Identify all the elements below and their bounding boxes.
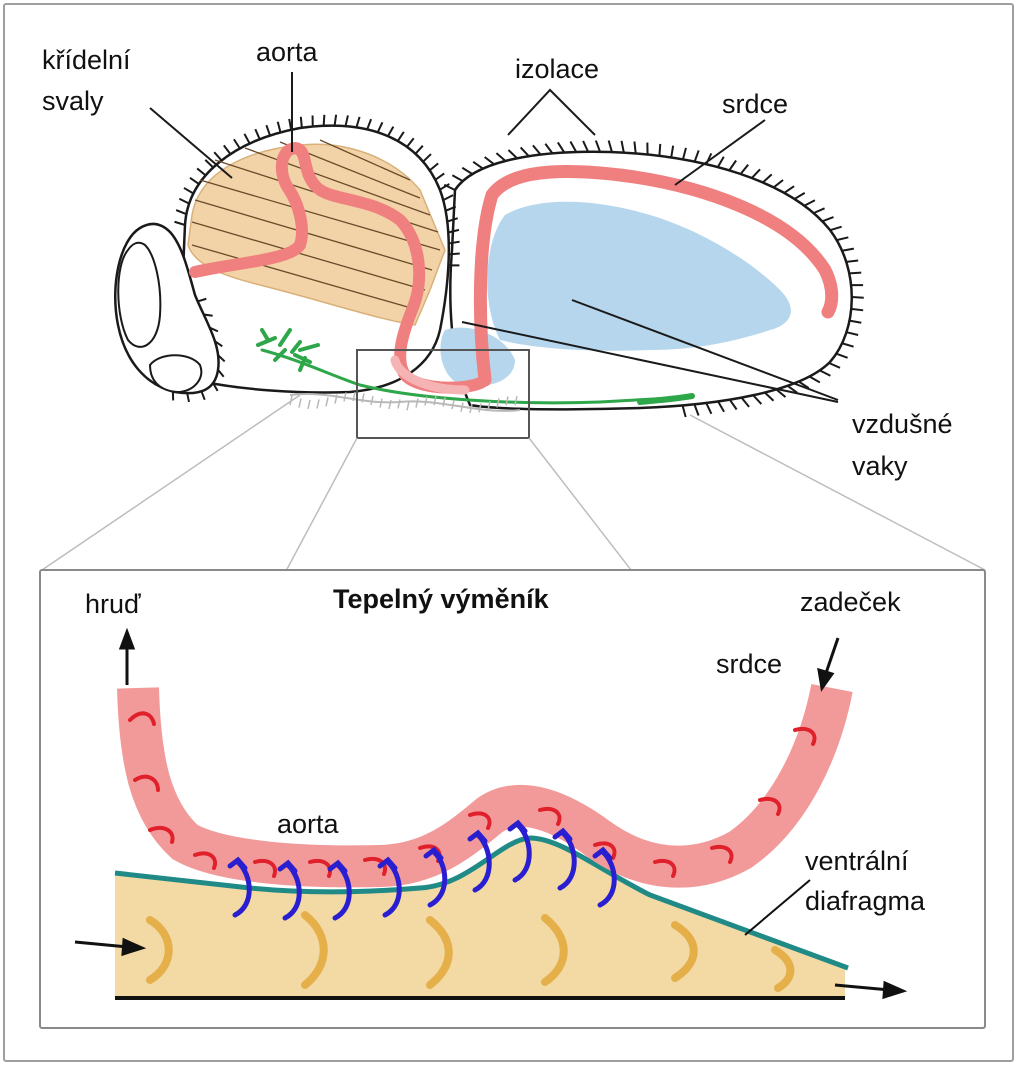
label-ventral-1: ventrální: [805, 845, 909, 877]
label-ventral-2: diafragma: [805, 885, 925, 917]
label-heart-top: srdce: [722, 88, 788, 120]
label-abdomen: zadeček: [800, 586, 901, 618]
label-aorta-top: aorta: [256, 36, 318, 68]
label-wing-muscles-2: svaly: [42, 85, 104, 117]
label-heart-bottom: srdce: [716, 648, 782, 680]
label-wing-muscles-1: křídelní: [42, 44, 131, 76]
label-thorax: hruď: [85, 588, 141, 620]
heat-exchanger-panel: [40, 570, 985, 1028]
label-air-sacs-2: vaky: [852, 450, 908, 482]
label-air-sacs-1: vzdušné: [852, 408, 953, 440]
heat-exchanger-title: Tepelný výměník: [333, 584, 549, 615]
label-insulation: izolace: [515, 53, 599, 85]
label-aorta-bottom: aorta: [277, 808, 339, 840]
